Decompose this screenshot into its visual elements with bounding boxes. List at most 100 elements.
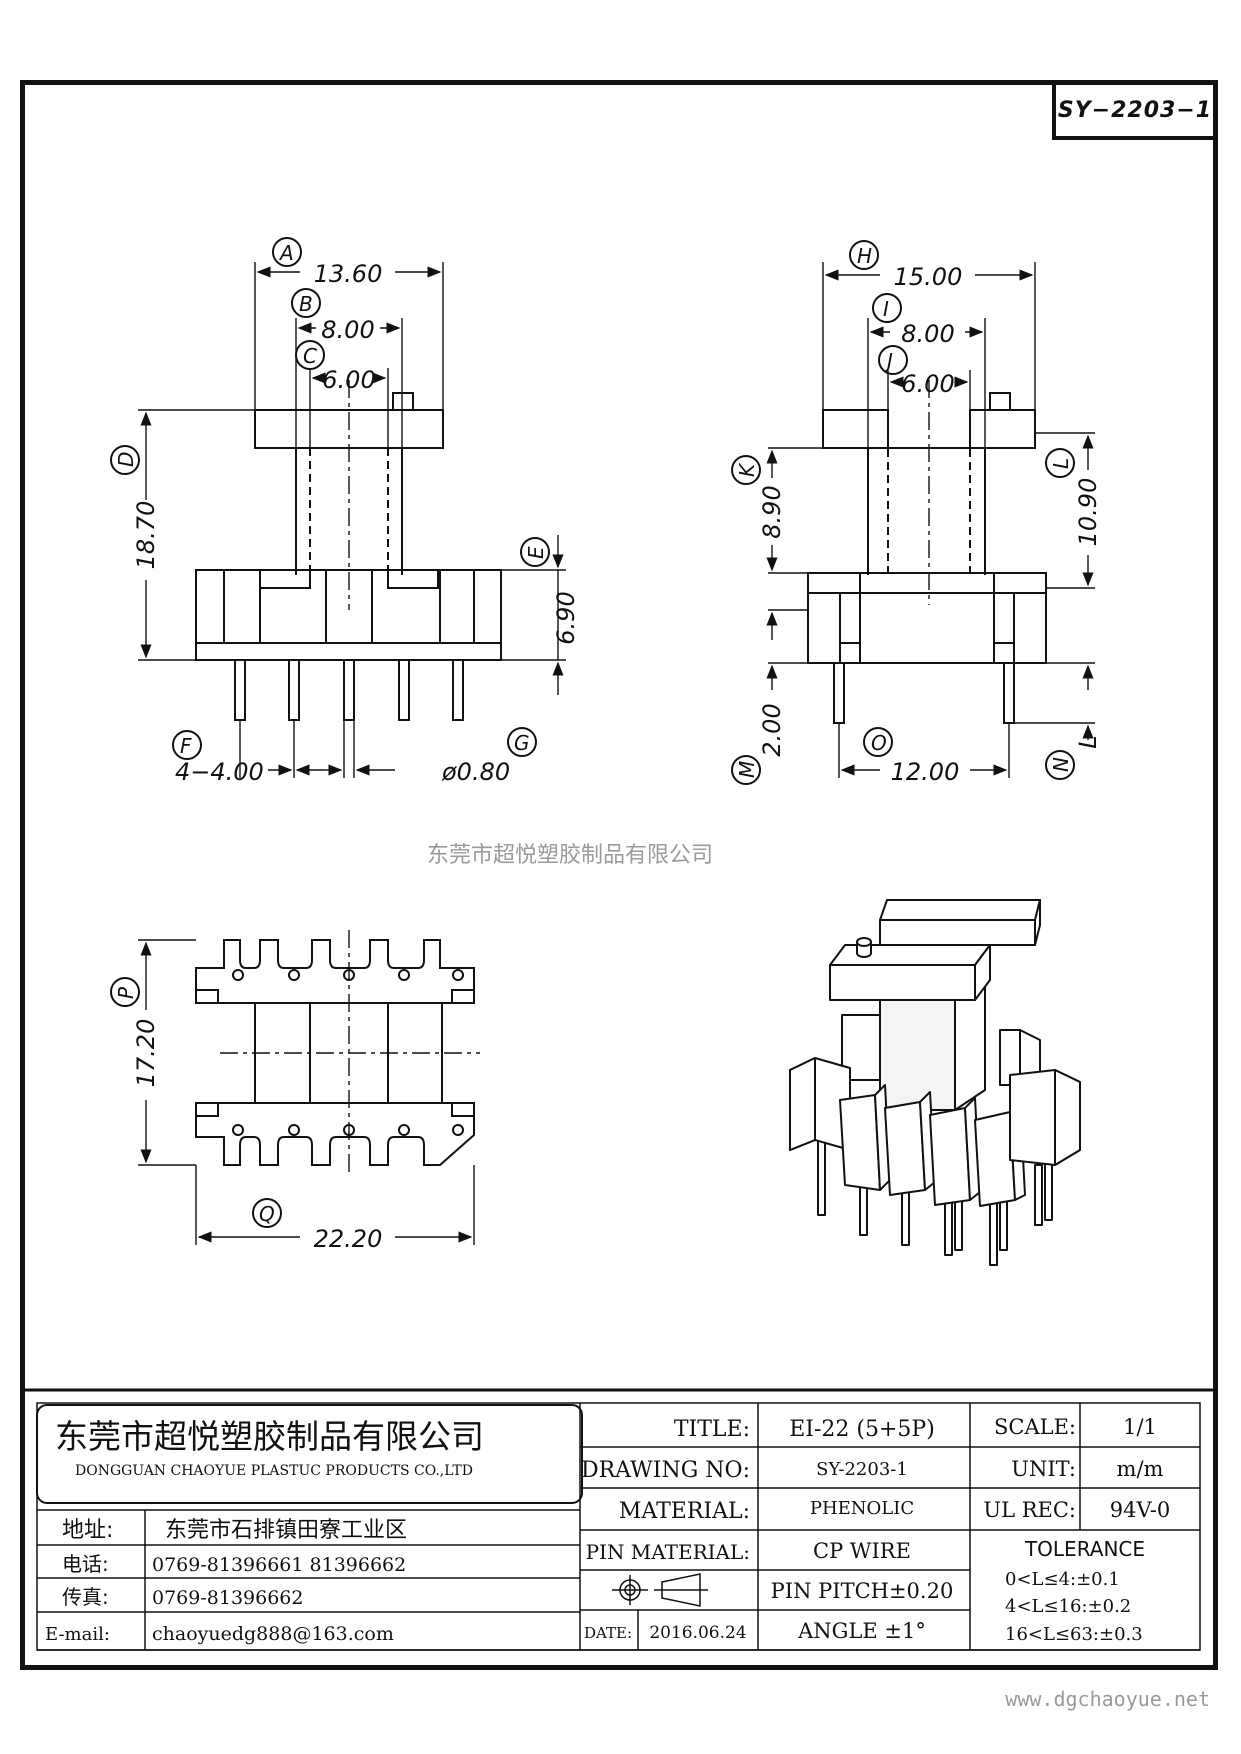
front-pin (452, 659, 464, 721)
callout-circle (272, 237, 302, 267)
projection-symbol-icon (612, 1573, 708, 1607)
angle-value: ANGLE ±1° (797, 1619, 926, 1643)
tolerance-row: 16<L≤63:±0.3 (1005, 1624, 1143, 1645)
callout-L: L (1049, 458, 1073, 469)
dim-F-value: 4−4.00 (175, 758, 264, 786)
callout-J: J (883, 349, 893, 373)
bottom-view-labels: P Q 17.20 22.20 (114, 986, 382, 1253)
callout-E: E (524, 546, 548, 559)
callout-C: C (303, 344, 317, 368)
dim-B-value: 8.00 (321, 316, 374, 344)
callout-I: I (883, 297, 889, 321)
date-value: 2016.06.24 (649, 1623, 746, 1643)
tolerance-row: 0<L≤4:±0.1 (1005, 1569, 1120, 1590)
tolerance-row: 4<L≤16:±0.2 (1005, 1596, 1131, 1617)
date-label: DATE: (584, 1624, 632, 1642)
front-view-labels: A B C D E F G 13.60 8.00 6.00 18.70 6.90… (114, 241, 580, 786)
bottom-upper-flange (195, 939, 475, 1004)
callout-circle (507, 727, 537, 757)
fax-value: 0769-81396662 (152, 1587, 303, 1609)
dim-C-value: 6.00 (322, 366, 375, 394)
callout-K: K (735, 462, 759, 477)
bottom-lower-flange (195, 1102, 475, 1166)
callout-circle (172, 730, 202, 760)
unit-value: m/m (1117, 1457, 1164, 1481)
dim-H-value: 15.00 (894, 263, 963, 291)
unit-label: UNIT: (1011, 1457, 1076, 1481)
company-name-en: DONGGUAN CHAOYUE PLASTUC PRODUCTS CO.,LT… (75, 1463, 473, 1479)
callout-F: F (180, 734, 192, 758)
callout-circle (520, 537, 550, 567)
drawing-frame (20, 80, 1218, 1670)
callout-N: N (1049, 757, 1073, 772)
drawing-number-box: SY−2203−1 (1052, 80, 1218, 140)
pin-material-value: CP WIRE (813, 1539, 911, 1563)
title-block (20, 1388, 1218, 1651)
dim-M-value: 2.00 (758, 703, 786, 756)
ul-label: UL REC: (983, 1498, 1076, 1522)
callout-O: O (871, 731, 887, 755)
dim-J-value: 6.00 (901, 370, 954, 398)
callout-P: P (114, 986, 138, 999)
side-top-flange-right (969, 409, 1036, 449)
side-top-flange-left (822, 409, 889, 449)
phone-label: 电话: (62, 1552, 109, 1576)
scale-label: SCALE: (994, 1415, 1076, 1439)
front-pin (398, 659, 410, 721)
callout-G: G (514, 731, 530, 755)
callout-circle (295, 340, 325, 370)
callout-D: D (114, 452, 138, 467)
callout-A: A (278, 241, 294, 265)
ul-value: 94V-0 (1110, 1498, 1170, 1522)
bottom-view (110, 930, 480, 1245)
side-view (731, 240, 1095, 785)
email-label: E-mail: (45, 1624, 110, 1645)
front-top-pin-stub (392, 392, 414, 411)
dim-K-value: 8.90 (758, 485, 786, 538)
fax-label: 传真: (62, 1585, 109, 1609)
company-name-cn: 东莞市超悦塑胶制品有限公司 (55, 1417, 484, 1456)
email-value: chaoyuedg888@163.com (152, 1623, 394, 1645)
watermark-text: 东莞市超悦塑胶制品有限公司 (427, 843, 713, 868)
drawing-no-value: SY-2203-1 (816, 1459, 908, 1480)
front-view (110, 237, 566, 778)
front-pin (234, 659, 246, 721)
side-pin (1003, 662, 1015, 724)
callout-B: B (299, 292, 313, 316)
scale-value: 1/1 (1123, 1415, 1157, 1439)
material-label: MATERIAL: (619, 1499, 750, 1524)
dim-O-value: 12.00 (891, 758, 960, 786)
dim-P-value: 17.20 (132, 1019, 160, 1088)
dim-I-value: 8.00 (901, 320, 954, 348)
front-pin (288, 659, 300, 721)
dim-D-value: 18.70 (132, 501, 160, 570)
dim-E-value: 6.90 (552, 591, 580, 644)
side-pin (833, 662, 845, 724)
title-value: EI-22 (5+5P) (789, 1417, 935, 1442)
isometric-view (789, 899, 1081, 1266)
website-url: www.dgchaoyue.net (1005, 1687, 1210, 1711)
dim-A-value: 13.60 (314, 260, 383, 288)
side-view-labels: H I J K L M O N 15.00 8.00 6.00 8.90 10.… (735, 244, 1102, 786)
title-block-text: 东莞市超悦塑胶制品有限公司 DONGGUAN CHAOYUE PLASTUC P… (45, 1415, 1170, 1645)
callout-H: H (857, 244, 872, 268)
pin-pitch-value: PIN PITCH±0.20 (771, 1579, 954, 1603)
material-value: PHENOLIC (810, 1498, 914, 1519)
phone-value: 0769-81396661 81396662 (152, 1554, 406, 1576)
address-value: 东莞市石排镇田寮工业区 (165, 1518, 407, 1543)
callout-Q: Q (259, 1202, 275, 1226)
side-base (807, 572, 1047, 664)
drawing-no-label: DRAWING NO: (581, 1458, 750, 1483)
address-label: 地址: (62, 1518, 113, 1543)
tolerance-label: TOLERANCE (1024, 1537, 1145, 1561)
dim-G-value: ø0.80 (441, 758, 510, 786)
callout-circle (291, 288, 321, 318)
title-label: TITLE: (674, 1417, 750, 1442)
callout-circle (110, 445, 140, 475)
dim-Q-value: 22.20 (314, 1225, 383, 1253)
dim-N-value: L (1074, 735, 1102, 748)
front-pin (343, 659, 355, 721)
pin-material-label: PIN MATERIAL: (586, 1540, 750, 1564)
dim-L-value: 10.90 (1074, 478, 1102, 547)
